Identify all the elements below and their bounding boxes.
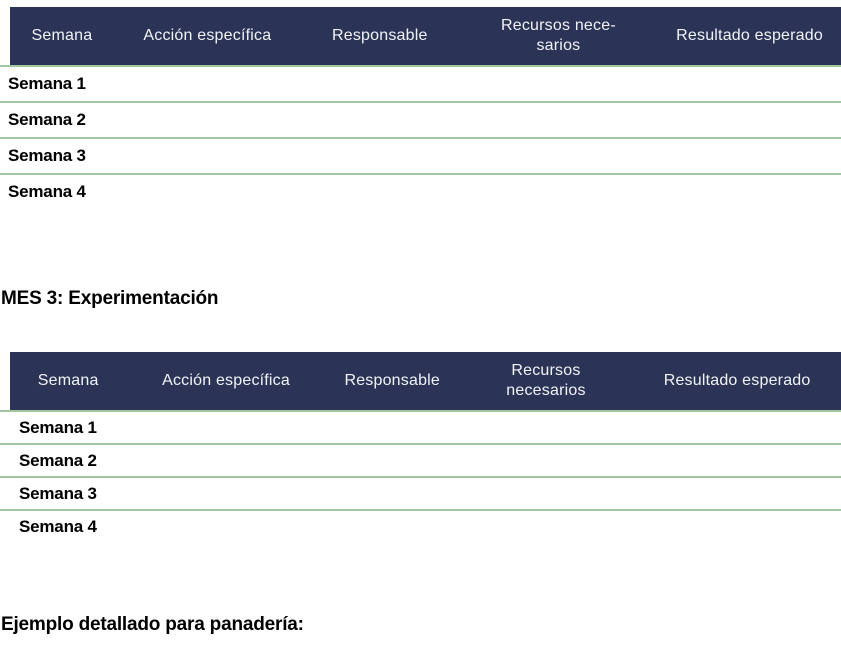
table-row-semana-1: Semana 1 xyxy=(0,65,841,101)
row-label: Semana 4 xyxy=(19,516,97,536)
table-row-semana-2: Semana 2 xyxy=(0,443,841,476)
table-row-semana-3: Semana 3 xyxy=(0,137,841,173)
table-row-semana-3: Semana 3 xyxy=(0,476,841,509)
row-label: Semana 3 xyxy=(8,146,86,165)
table-row-semana-4: Semana 4 xyxy=(0,509,841,542)
table-row-semana-1: Semana 1 xyxy=(0,410,841,443)
header-cell-accion-especifica: Acción específica xyxy=(143,27,272,44)
heading-ejemplo-panaderia: Ejemplo detallado para panadería: xyxy=(1,614,304,635)
table-header-row: Semana Acción específica Responsable Rec… xyxy=(10,7,841,65)
header-cell-resultado-esperado: Resultado esperado xyxy=(663,372,811,389)
table-header-row: Semana Acción específica Responsable Rec… xyxy=(10,352,841,410)
header-cell-responsable: Responsable xyxy=(344,372,441,389)
row-label: Semana 1 xyxy=(19,417,97,437)
header-cell-resultado-esperado: Resultado esperado xyxy=(676,27,823,44)
header-cell-recursos-necesarios: Recursos nece- sarios xyxy=(501,17,616,54)
header-cell-recursos-necesarios: Recursos necesarios xyxy=(506,362,586,399)
row-label: Semana 4 xyxy=(8,182,86,201)
row-label: Semana 1 xyxy=(8,74,86,93)
row-label: Semana 3 xyxy=(19,483,97,503)
weekly-plan-table-2: Semana Acción específica Responsable Rec… xyxy=(0,352,841,542)
row-label: Semana 2 xyxy=(19,450,97,470)
table-row-semana-2: Semana 2 xyxy=(0,101,841,137)
header-cell-semana: Semana xyxy=(37,372,99,389)
heading-mes3-experimentacion: MES 3: Experimentación xyxy=(1,288,219,309)
header-cell-accion-especifica: Acción específica xyxy=(162,372,290,389)
header-cell-responsable: Responsable xyxy=(331,27,428,44)
weekly-plan-table-1: Semana Acción específica Responsable Rec… xyxy=(0,7,841,209)
row-label: Semana 2 xyxy=(8,110,86,129)
table-row-semana-4: Semana 4 xyxy=(0,173,841,209)
header-cell-semana: Semana xyxy=(31,27,93,44)
